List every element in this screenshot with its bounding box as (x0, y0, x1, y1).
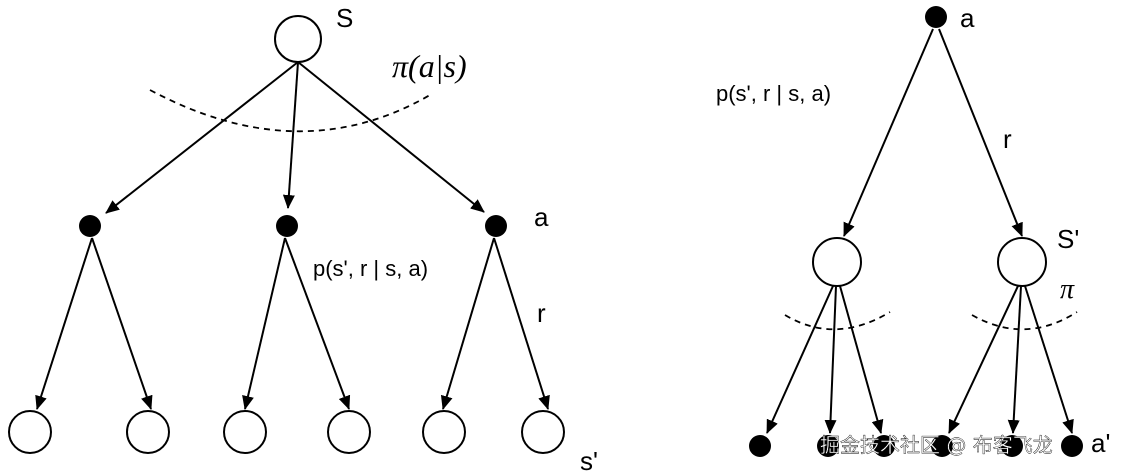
edge-action-to-state (938, 28, 1023, 237)
edge-state-to-action (824, 285, 837, 434)
transition-label: p(s', r | s, a) (313, 256, 428, 281)
edge-root-to-action-2 (282, 61, 299, 209)
next-state-node (8, 410, 52, 454)
action-node (276, 215, 298, 237)
next-state-node (223, 410, 267, 454)
root-action-node (925, 6, 947, 28)
edge-action-to-state (35, 237, 93, 410)
action-label: a (534, 202, 549, 232)
next-state-label: s' (580, 446, 598, 475)
reward-label: r (1003, 124, 1012, 154)
edge-action-to-state (284, 237, 351, 410)
next-action-node (1001, 435, 1023, 457)
policy-arc (971, 311, 1078, 331)
edge-action-to-state (843, 28, 934, 237)
edge-state-to-action (1007, 285, 1022, 434)
next-action-node (873, 435, 895, 457)
next-action-node (749, 435, 771, 457)
root-state-node (274, 15, 322, 63)
policy-label: π(a|s) (392, 48, 467, 84)
next-state-node (126, 410, 170, 454)
policy-arc (149, 89, 431, 133)
reward-label: r (537, 298, 546, 328)
edge-state-to-action (1024, 285, 1074, 434)
edge-action-to-state (493, 237, 550, 410)
watermark-text: 掘金技术社区 @ 布客飞龙 (820, 433, 1053, 457)
right-backup-tree: a p(s', r | s, a) r S' π a' (716, 3, 1110, 458)
transition-label: p(s', r | s, a) (716, 81, 831, 106)
next-state-node (422, 410, 466, 454)
next-action-node (817, 435, 839, 457)
left-backup-tree: S π(a|s) a p(s', r | s, a) r s' (8, 3, 598, 475)
edge-action-to-state (242, 237, 286, 410)
next-action-node (1061, 435, 1083, 457)
next-state-label: S' (1057, 224, 1079, 254)
edge-root-to-action-1 (105, 61, 299, 214)
action-node (485, 215, 507, 237)
policy-arc (784, 311, 891, 331)
next-action-node (931, 435, 953, 457)
edge-action-to-state (91, 237, 153, 410)
action-node (79, 215, 101, 237)
edge-state-to-action (839, 285, 884, 434)
edge-state-to-action (948, 285, 1019, 434)
edge-state-to-action (766, 285, 834, 434)
next-state-node (812, 237, 862, 287)
policy-label: π (1060, 274, 1075, 305)
next-action-label: a' (1091, 428, 1110, 458)
next-state-node (997, 237, 1047, 287)
edge-root-to-action-3 (297, 61, 485, 213)
next-state-node (521, 410, 565, 454)
root-state-label: S (336, 3, 353, 33)
next-state-node (327, 410, 371, 454)
edge-action-to-state (440, 237, 495, 410)
root-action-label: a (960, 3, 975, 33)
